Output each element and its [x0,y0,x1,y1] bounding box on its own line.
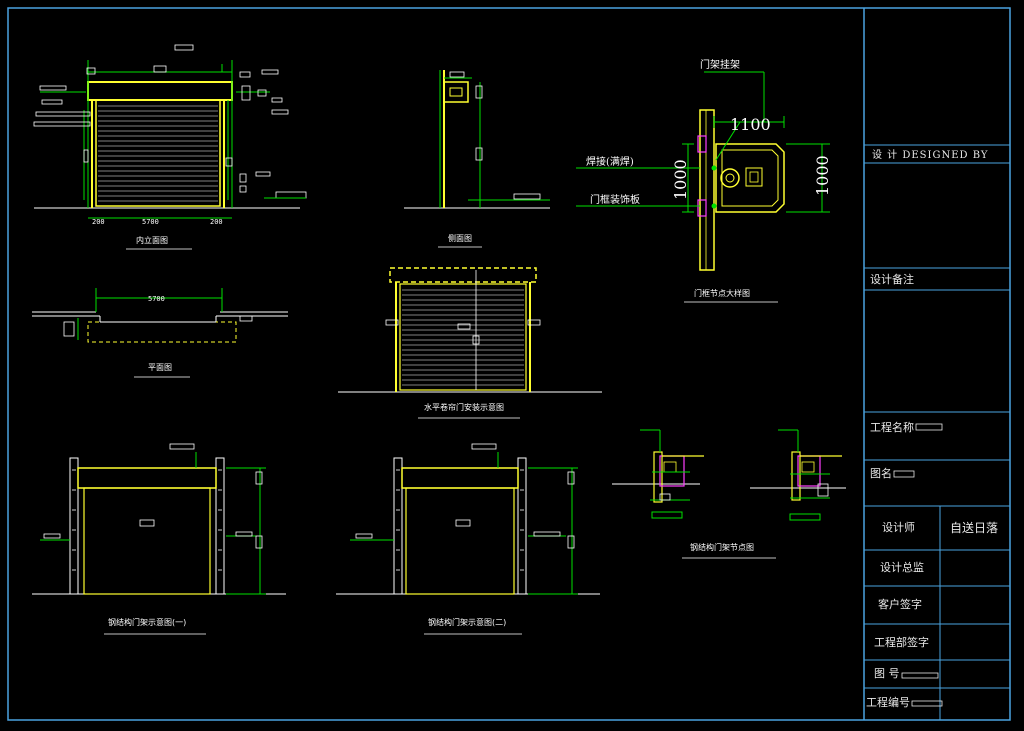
drawing-name-label: 图名 [870,466,892,480]
install-one-drawing: 钢结构门架示意图(一) [32,443,286,635]
title-block [864,144,1010,720]
door-plate-label: 门框装饰板 [590,193,640,206]
install-detail-title: 门框节点大样图 [694,288,750,298]
client-sign-label: 客户签字 [878,597,922,611]
install-one-title: 钢结构门架示意图(一) [108,617,186,627]
door-frame-label: 门架挂架 [700,58,740,71]
dim-5700-front: 5700 [142,218,159,226]
dim-1100: 1100 [730,115,771,134]
side-elevation-drawing: 侧面图 [404,70,550,248]
electric-install-title: 水平卷帘门安装示意图 [424,402,504,412]
plan-view-title: 平面图 [148,363,172,372]
drawing-name-field [893,470,915,478]
designed-by-label: 设 计 DESIGNED BY [872,148,988,161]
drawing-no-field [901,672,939,679]
front-elevation-drawing: 5700 200 200 内立面图 [33,44,307,250]
node-detail-drawing: 钢结构门架节点图 [612,429,846,559]
drawing-border [7,7,1011,721]
install-detail-drawing: 门架挂架 1100 1000 1000 焊接(满焊) 门框装饰板 门框节点大样图 [576,58,832,303]
designer-value: 自送日落 [950,520,998,535]
dim-200-left: 200 [92,218,105,226]
install-two-drawing: 钢结构门架示意图(二) [336,443,600,635]
dim-1000-right: 1000 [813,155,832,196]
node-detail-title: 钢结构门架节点图 [690,542,754,552]
project-no-label: 工程编号 [866,695,910,709]
dim-200-right: 200 [210,218,223,226]
design-supervisor-label: 设计总监 [880,560,924,574]
install-two-title: 钢结构门架示意图(二) [428,617,506,627]
drawing-no-label: 图 号 [874,667,900,680]
project-no-field [911,700,943,707]
project-name-field [915,423,943,431]
electric-install-drawing: 水平卷帘门安装示意图 [338,267,602,419]
weld-label: 焊接(满焊) [586,155,634,168]
dim-5700-plan: 5700 [148,295,165,303]
dim-1000-left: 1000 [671,159,690,200]
plan-view-drawing: 5700 平面图 [32,288,288,378]
dept-sign-label: 工程部签字 [874,635,929,649]
design-notes-label: 设计备注 [870,272,914,286]
side-elevation-title: 侧面图 [448,233,472,243]
designer-label: 设计师 [882,521,915,534]
project-name-label: 工程名称 [870,420,914,434]
front-elevation-title: 内立面图 [136,235,168,245]
